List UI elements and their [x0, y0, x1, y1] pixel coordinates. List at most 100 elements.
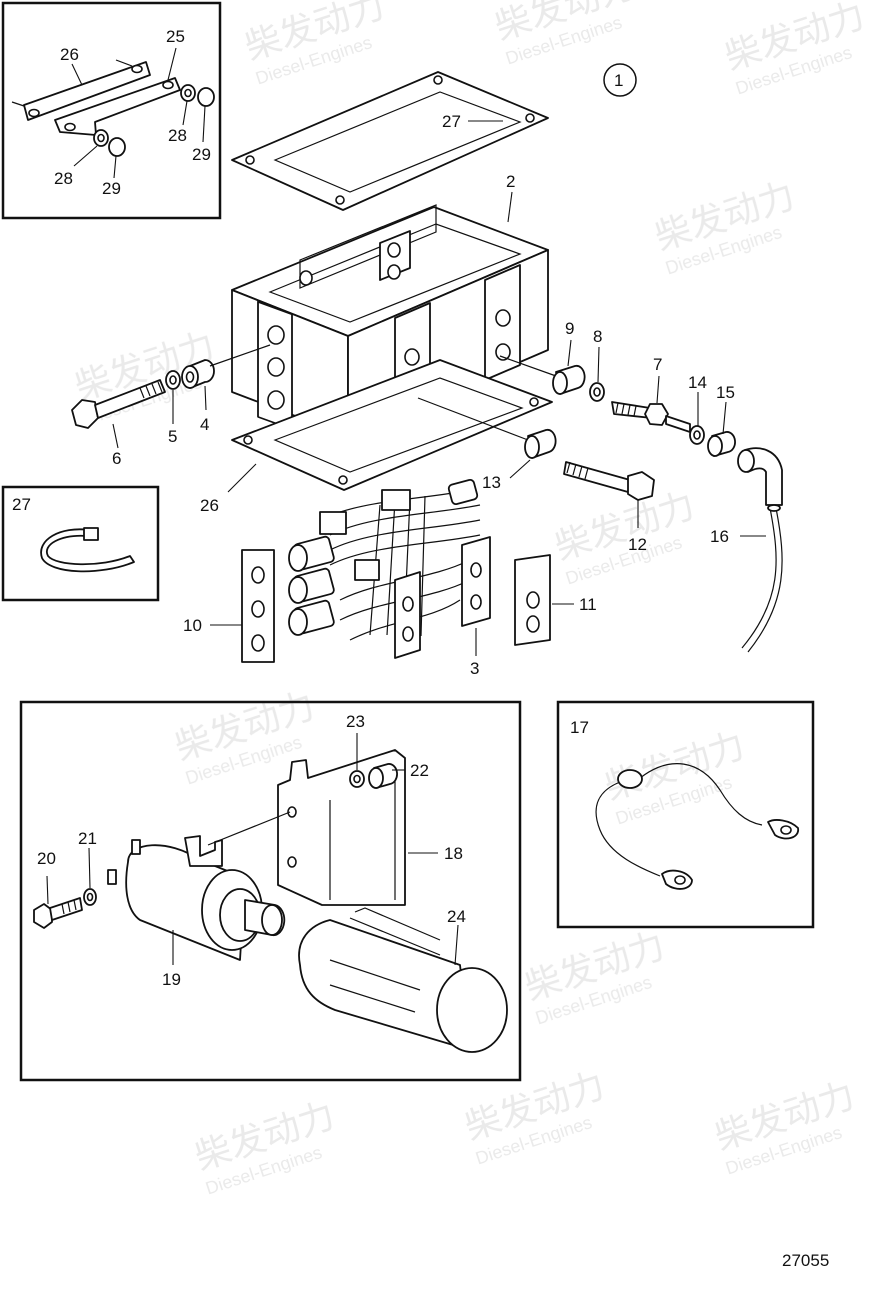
bracket-hole	[64, 122, 76, 132]
figure-number: 27055	[782, 1251, 829, 1270]
callout-11: 11	[579, 595, 597, 614]
terminal-tab	[319, 511, 347, 535]
insulator-plate-3	[394, 571, 421, 659]
washer-hole	[184, 88, 192, 98]
watermark: 柴发动力 Diesel-Engines	[720, 0, 870, 99]
strap-hole	[131, 64, 143, 74]
callout-8: 8	[593, 327, 602, 346]
inset-cable: 17	[556, 700, 815, 929]
callout-7: 7	[653, 355, 662, 374]
inset-cable-tie: 27	[1, 485, 160, 602]
heater-element-pack: 10 11 3	[183, 478, 597, 678]
watermark: 柴发动力 Diesel-Engines	[520, 924, 670, 1028]
element-caps	[288, 478, 479, 636]
callout-9: 9	[565, 319, 574, 338]
leader-29	[202, 105, 206, 143]
nut-29-upper	[197, 87, 215, 107]
watermark: 柴发动力 Diesel-Engines	[490, 0, 640, 69]
inset-frame	[19, 700, 522, 1082]
callout-23: 23	[346, 712, 365, 731]
terminal-tab	[381, 489, 411, 511]
callout-22: 22	[410, 761, 429, 780]
callout-17: 17	[570, 718, 589, 737]
leader-24	[454, 924, 459, 966]
leader-13	[509, 459, 531, 479]
inset-bracket-parts: 26 25 28 29 28 29	[1, 1, 222, 220]
callout-28: 28	[168, 126, 187, 145]
washer-hole	[97, 133, 105, 143]
gasket-bottom: 26	[200, 359, 553, 515]
callout-13: 13	[482, 473, 501, 492]
strap-plate	[23, 61, 151, 121]
callout-28: 28	[54, 169, 73, 188]
leader-9	[567, 339, 572, 367]
insulator-plate-3	[461, 536, 491, 627]
bolt-12-head	[627, 471, 655, 501]
leader-6	[112, 423, 119, 449]
callout-21: 21	[78, 829, 97, 848]
leader-29	[113, 155, 117, 179]
callout-29: 29	[102, 179, 121, 198]
callout-12: 12	[628, 535, 647, 554]
bolt-assembly-lower: 13 12	[417, 397, 655, 554]
watermark: 柴发动力 Diesel-Engines	[190, 1094, 340, 1198]
inset-frame	[556, 700, 815, 929]
screw-20-head	[33, 903, 53, 929]
leader-28	[182, 100, 188, 126]
callout-26: 26	[200, 496, 219, 515]
bolt-12-shank	[563, 461, 631, 493]
bracket-18	[277, 749, 406, 906]
cable-tie-head	[83, 527, 99, 541]
leader-28	[73, 145, 98, 167]
leader-15	[722, 401, 727, 435]
strap-leader	[11, 101, 25, 107]
callout-6: 6	[112, 449, 121, 468]
callout-19: 19	[162, 970, 181, 989]
leader-8	[597, 346, 600, 383]
watermark: 柴发动力 Diesel-Engines	[710, 1074, 860, 1178]
nut-29-lower	[108, 137, 126, 157]
callout-18: 18	[444, 844, 463, 863]
assembly-number-badge: 1	[603, 63, 637, 97]
svg-text:1: 1	[614, 71, 623, 90]
strap-leader	[115, 59, 133, 67]
stud-collar	[644, 403, 669, 426]
inset-frame	[1, 1, 222, 220]
bolt-assembly-left: 6 5 4	[71, 344, 271, 468]
solenoid-terminal	[107, 869, 117, 885]
callout-15: 15	[716, 383, 735, 402]
callout-27: 27	[442, 112, 461, 131]
leader-4	[204, 385, 207, 411]
inset-frame	[1, 485, 160, 602]
gasket-top: 27	[231, 71, 549, 211]
cable-sleeve	[617, 769, 643, 789]
callout-5: 5	[168, 427, 177, 446]
callout-26: 26	[60, 45, 79, 64]
callout-25: 25	[166, 27, 185, 46]
leader-20	[46, 875, 49, 905]
solenoid-terminal	[131, 839, 141, 855]
callout-2: 2	[506, 172, 515, 191]
bracket-hole	[162, 80, 174, 90]
leader-26	[227, 463, 257, 493]
callout-27: 27	[12, 495, 31, 514]
callout-3: 3	[470, 659, 479, 678]
callout-10: 10	[183, 616, 202, 635]
leader-26	[71, 63, 83, 86]
cable-tie	[40, 528, 135, 573]
watermark: 柴发动力 Diesel-Engines	[240, 0, 390, 89]
terminal-assembly-right: 9 8 7 14 15 16	[499, 319, 783, 653]
callout-24: 24	[447, 907, 466, 926]
inset-relay: 23 22 18 20 21 19 24	[19, 700, 522, 1082]
strap-hole	[28, 108, 40, 118]
leader-2	[507, 191, 513, 223]
terminal-tab	[354, 559, 380, 581]
callout-29: 29	[192, 145, 211, 164]
callout-4: 4	[200, 415, 209, 434]
bracket-plate	[54, 77, 181, 136]
leader-7	[656, 375, 660, 404]
callout-16: 16	[710, 527, 729, 546]
leader-21	[88, 847, 91, 889]
callout-20: 20	[37, 849, 56, 868]
